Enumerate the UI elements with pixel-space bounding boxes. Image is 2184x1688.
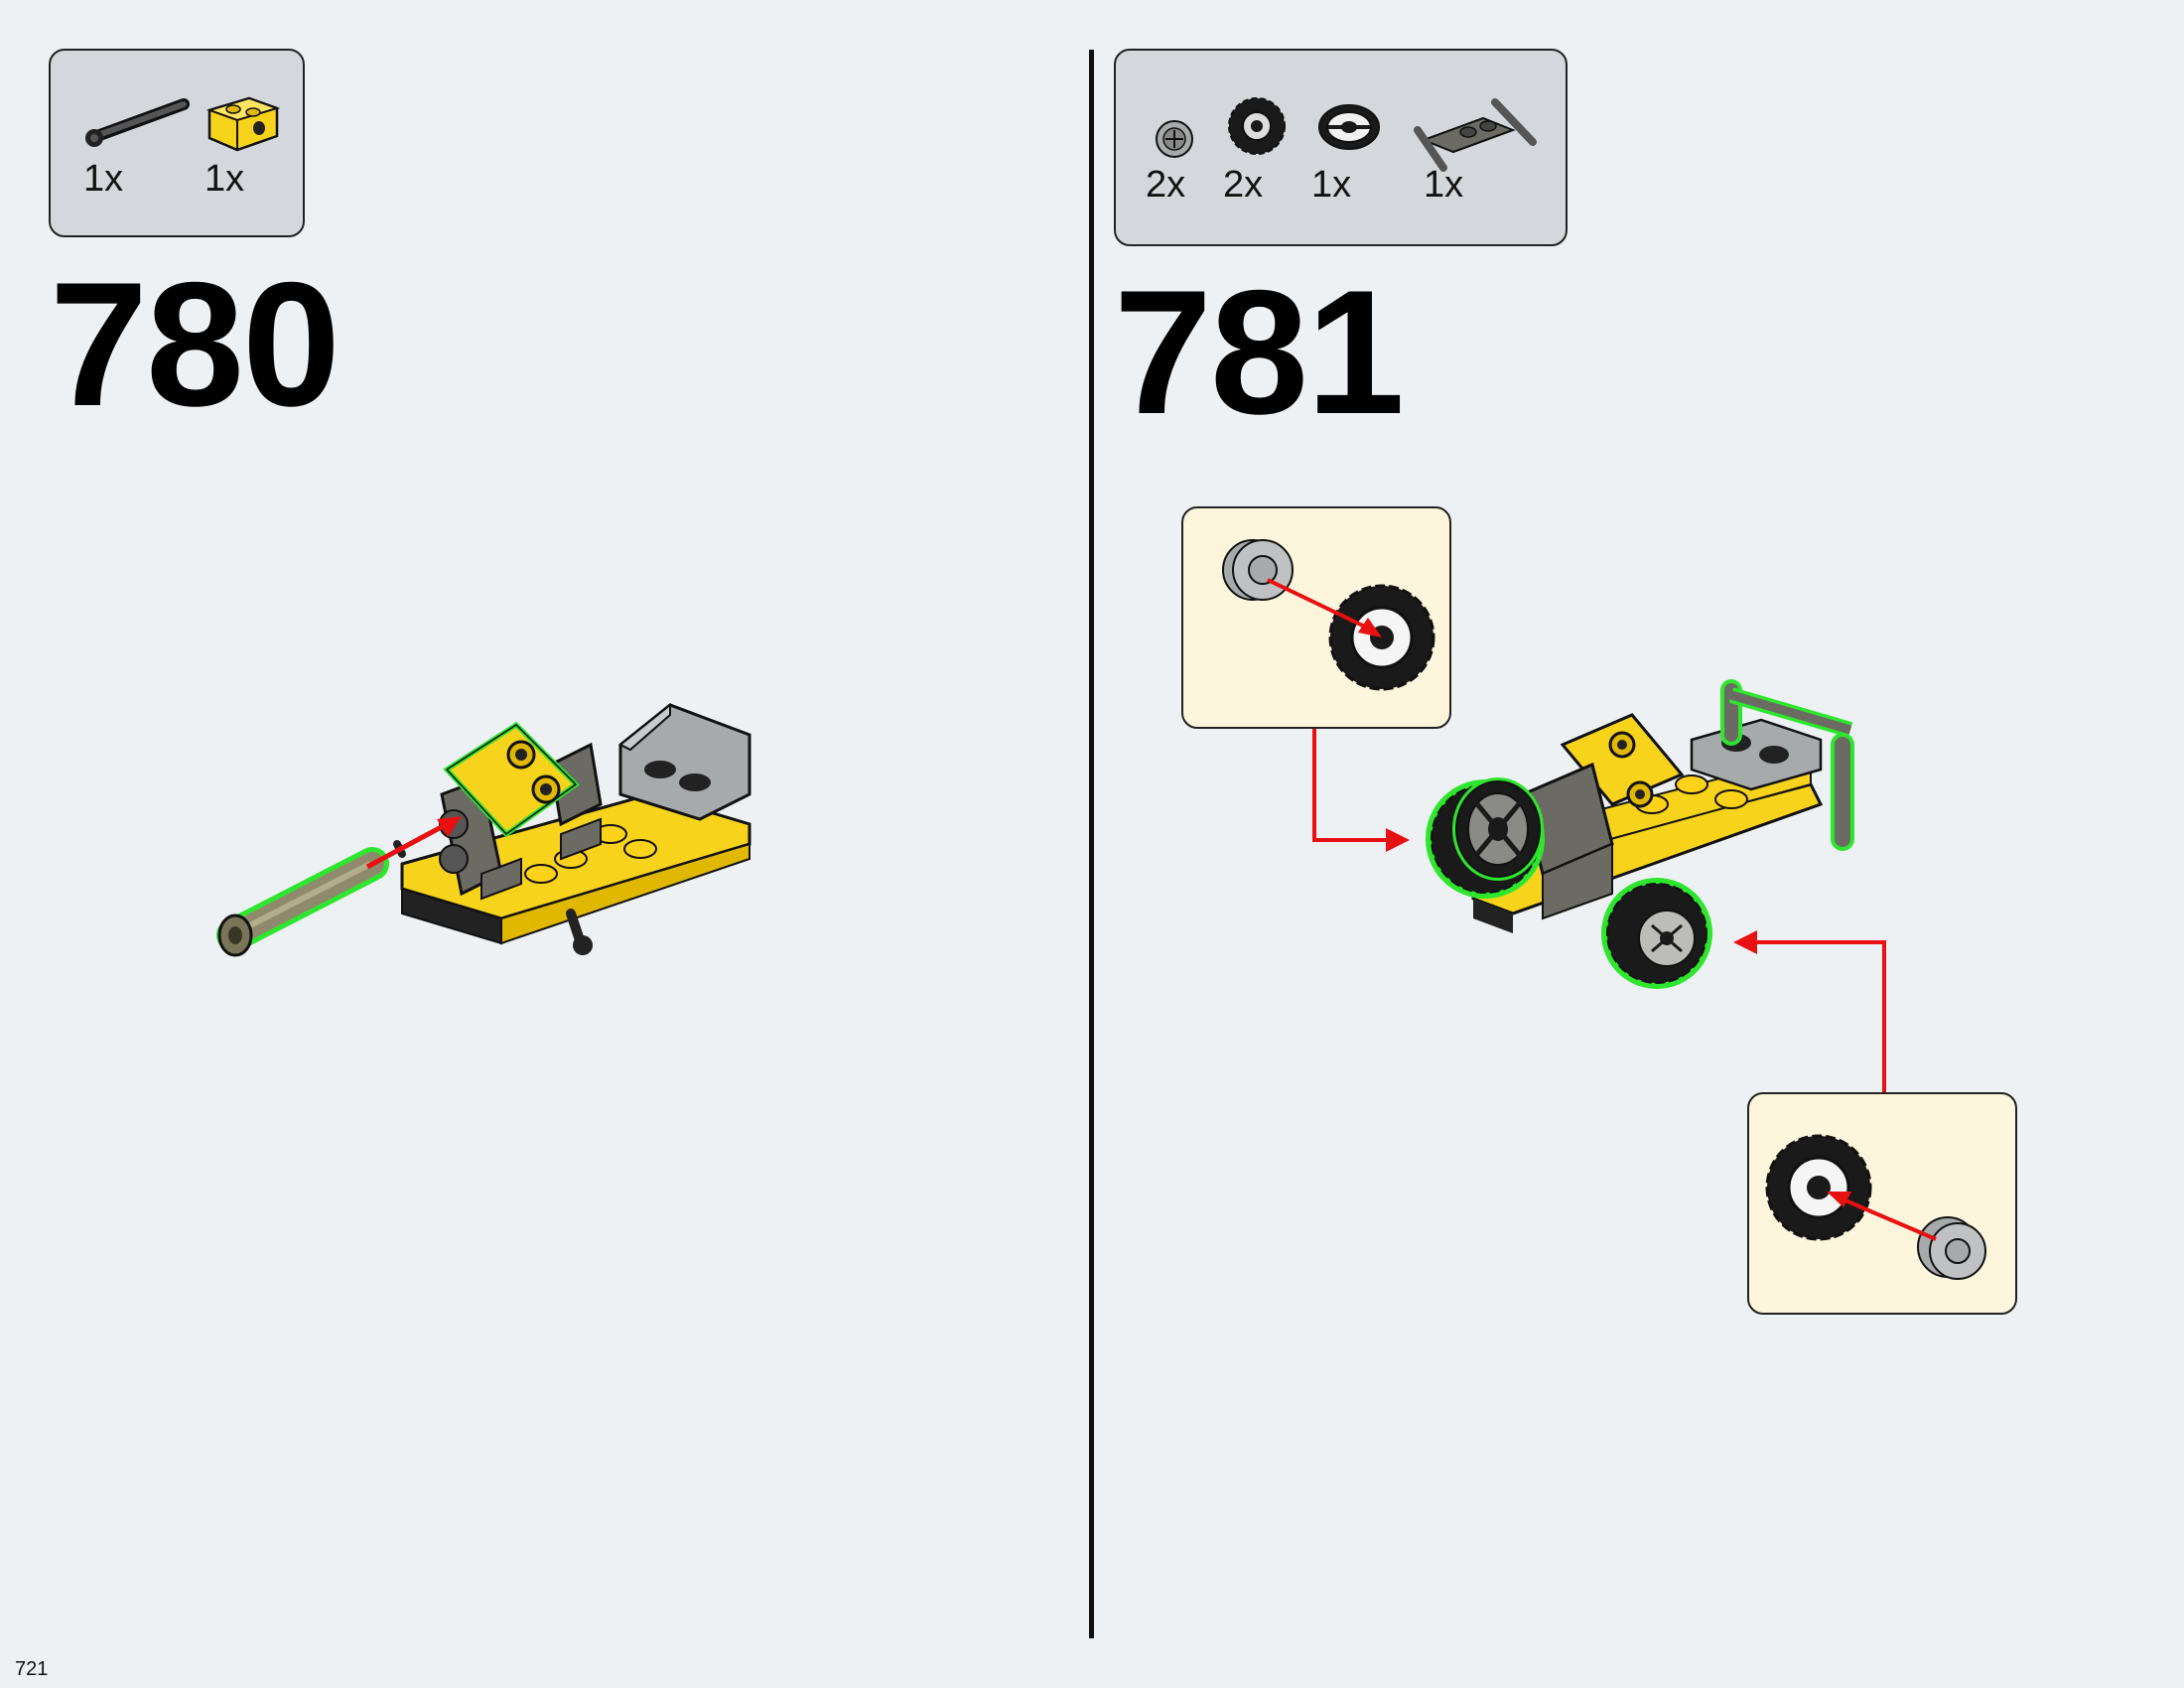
part-item	[205, 88, 285, 158]
part-quantity: 1x	[1424, 164, 1464, 206]
sub-assembly-callout	[1747, 1092, 2017, 1315]
part-item	[1414, 90, 1539, 172]
yellow-technic-brick-icon	[205, 96, 281, 152]
step-number: 781	[1114, 253, 1405, 451]
page-number: 721	[15, 1658, 49, 1680]
part-quantity: 1x	[205, 158, 245, 200]
wheel-assembly-illustration	[1222, 539, 1435, 691]
part-quantity: 1x	[83, 158, 124, 200]
wheel-hub-icon	[1156, 120, 1193, 158]
tire-icon	[1228, 97, 1286, 155]
step-780-panel: 1x 1x 780	[0, 0, 1089, 1688]
step-781-panel: 2x 2x 1x 1x 781	[1096, 0, 2184, 1688]
assembly-illustration	[216, 702, 751, 957]
page-divider	[1089, 50, 1094, 1638]
steering-wheel-icon	[1318, 104, 1380, 150]
parts-list-box: 2x 2x 1x 1x	[1114, 49, 1568, 246]
part-quantity: 1x	[1311, 164, 1352, 206]
part-item	[84, 92, 194, 152]
part-item	[1225, 94, 1289, 158]
part-item	[1316, 102, 1382, 152]
sub-assembly-callout	[1181, 506, 1451, 729]
part-quantity: 2x	[1146, 164, 1186, 206]
wheel-assembly-illustration	[1765, 1134, 1986, 1280]
step-number: 780	[50, 245, 341, 443]
parts-list-box: 1x 1x	[49, 49, 305, 237]
part-item	[1152, 116, 1197, 162]
assembly-illustration	[1312, 679, 1886, 1092]
technic-axle-pin-icon	[85, 98, 190, 147]
bar-holder-plate-icon	[1414, 98, 1537, 172]
part-quantity: 2x	[1223, 164, 1264, 206]
